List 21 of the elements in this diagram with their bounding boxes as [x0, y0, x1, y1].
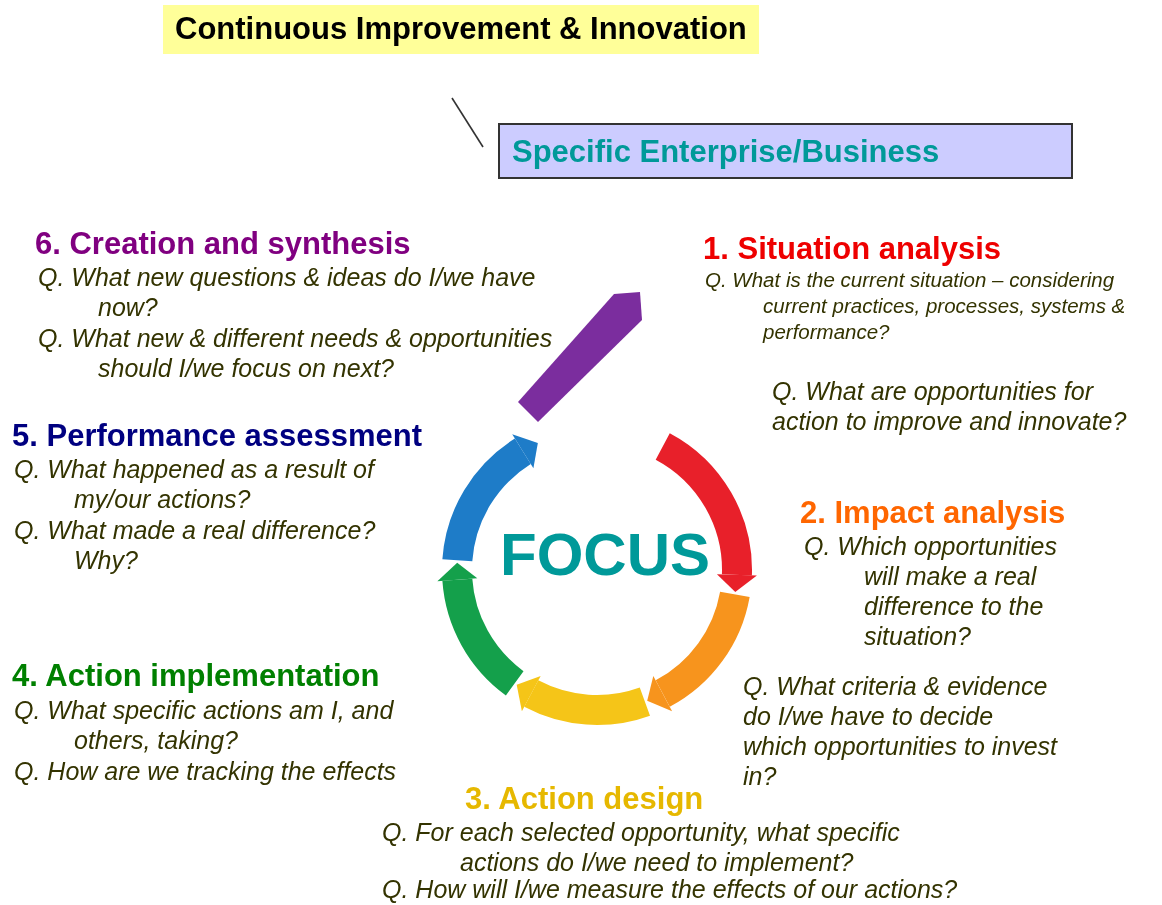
step-heading: 5. Performance assessment: [12, 417, 423, 455]
question-text: Q. What new & different needs & opportunities should I/we focus on next?: [38, 323, 554, 383]
question-text: Q. What made a real difference? Why?: [14, 515, 377, 575]
center-label: FOCUS: [500, 520, 710, 590]
question-text: Q. What new questions & ideas do I/we have now?: [38, 262, 537, 322]
question-text: Q. What specific actions am I, and others, taking?: [14, 695, 395, 755]
question-text: Q. What happened as a result of my/our actions?: [14, 454, 377, 514]
step-heading: 6. Creation and synthesis: [35, 225, 411, 263]
question-text: Q. For each selected opportunity, what specific actions do I/we need to implement?: [382, 817, 901, 877]
step-heading: 2. Impact analysis: [800, 494, 1066, 532]
enterprise-box: Specific Enterprise/Business: [498, 123, 1073, 179]
question-text: Q. Which opportunities will make a real difference to the situation?: [804, 531, 1058, 651]
question-text: Q. What is the current situation – considering current practices, processes, systems & performance?: [705, 267, 1127, 345]
question-text: Q. How are we tracking the effects: [14, 756, 398, 786]
title: Continuous Improvement & Innovation: [163, 5, 759, 54]
step-heading: 1. Situation analysis: [703, 230, 1002, 268]
question-text: Q. What criteria & evidence do I/we have to decide which opportunities to invest in?: [743, 671, 1059, 791]
step-heading: 4. Action implementation: [12, 657, 380, 695]
question-text: Q. How will I/we measure the effects of our actions?: [382, 875, 959, 904]
step-heading: 3. Action design: [465, 780, 704, 818]
question-text: Q. What are opportunities for action to improve and innovate?: [772, 376, 1128, 436]
